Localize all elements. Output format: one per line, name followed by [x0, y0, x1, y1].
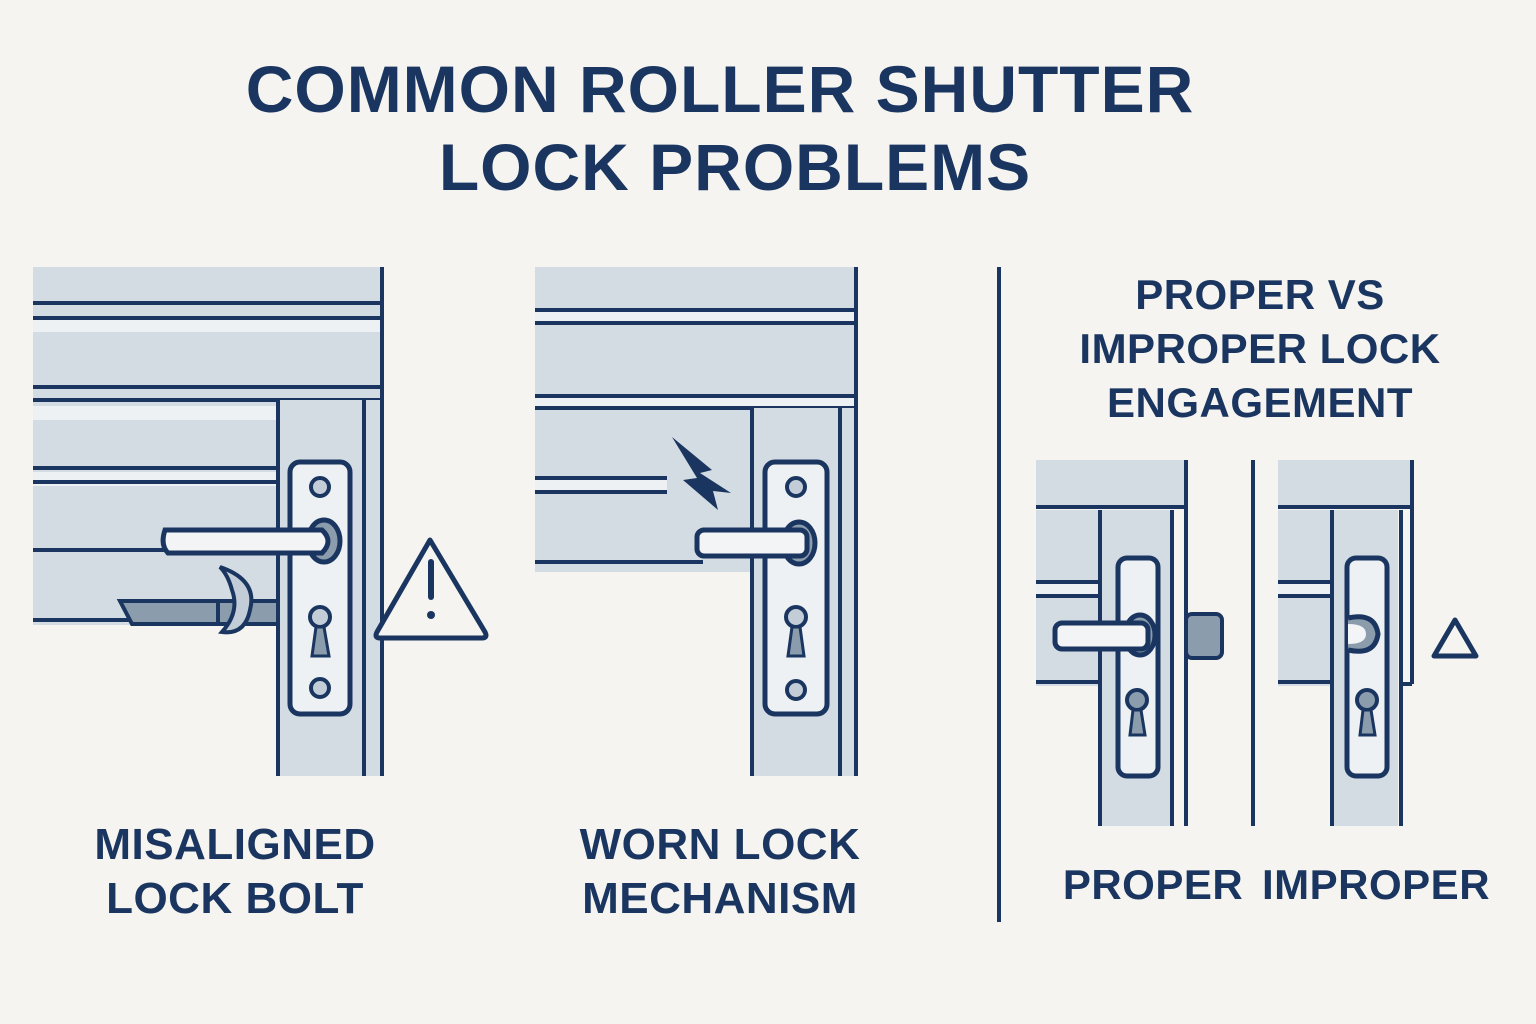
keyhole-icon: [1355, 688, 1379, 712]
triangle-outline-icon: [1431, 617, 1479, 659]
worn-mechanism-illustration: [535, 267, 858, 776]
lock-plate: [287, 459, 353, 717]
keyhole-icon: [784, 605, 808, 629]
label-line: LOCK BOLT: [106, 874, 364, 923]
improper-label: IMPROPER: [1262, 861, 1491, 908]
proper-label: PROPER: [1062, 861, 1244, 908]
worn-mechanism-label: WORN LOCK MECHANISM: [545, 818, 895, 926]
title-line-1: COMMON ROLLER SHUTTER: [245, 52, 1195, 126]
heading-line: IMPROPER LOCK: [1079, 325, 1441, 372]
heading-line: ENGAGEMENT: [1106, 379, 1413, 426]
misaligned-bolt-illustration: [33, 267, 489, 776]
label-line: WORN LOCK: [579, 820, 861, 869]
lever-handle: [1052, 620, 1151, 652]
crack-lightning-icon: [672, 437, 731, 510]
lock-plate: [762, 459, 830, 717]
heading-line: PROPER VS: [1135, 271, 1385, 318]
keyhole-icon: [1125, 688, 1149, 712]
label-line: MISALIGNED: [94, 820, 376, 869]
lever-handle: [160, 527, 331, 556]
keyhole-icon: [308, 605, 332, 629]
engaged-bolt: [1184, 612, 1224, 660]
improper-engagement-illustration: [1278, 460, 1479, 826]
warning-triangle-icon: [373, 537, 489, 641]
proper-engagement-illustration: [1036, 460, 1224, 826]
lever-handle: [694, 527, 810, 559]
comparison-heading: PROPER VS IMPROPER LOCK ENGAGEMENT: [1060, 268, 1460, 430]
title-line-2: LOCK PROBLEMS: [438, 130, 1032, 204]
page-title: COMMON ROLLER SHUTTER LOCK PROBLEMS: [0, 56, 1440, 200]
label-line: MECHANISM: [582, 874, 858, 923]
misaligned-bolt-label: MISALIGNED LOCK BOLT: [60, 818, 410, 926]
